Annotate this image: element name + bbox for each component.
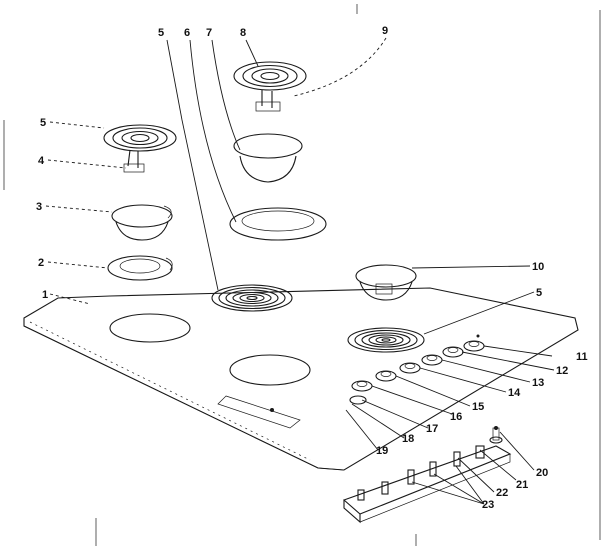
callout-1: 1: [42, 289, 48, 301]
callout-5-center: 5: [158, 27, 164, 39]
callout-5-right: 5: [536, 287, 542, 299]
callout-20: 20: [536, 467, 548, 479]
callout-16: 16: [450, 411, 462, 423]
control-knob-13: [421, 354, 443, 366]
reflector-bowl-left: [111, 204, 173, 241]
callout-18: 18: [402, 433, 414, 445]
callout-8: 8: [240, 27, 246, 39]
callout-5-left: 5: [40, 117, 46, 129]
control-knob-16: [351, 380, 373, 392]
control-knob-14: [399, 362, 421, 374]
cooktop-top-panel: [23, 287, 579, 471]
control-knob-17: [349, 395, 367, 405]
callout-7: 7: [206, 27, 212, 39]
surface-element-right-front: [347, 327, 425, 353]
callout-labels: 5 6 7 8 9 5 4 3 2 1 10 5 11 12 13 14 15 …: [36, 25, 588, 511]
reflector-bowl-right: [355, 264, 417, 301]
surface-element-center: [211, 284, 293, 312]
callout-10: 10: [532, 261, 544, 273]
callout-13: 13: [532, 377, 544, 389]
control-knob-15: [375, 370, 397, 382]
switch-bracket-assembly: [342, 426, 512, 524]
callout-11: 11: [576, 351, 588, 363]
leader-lines: [45, 37, 555, 505]
control-knob-11: [463, 340, 485, 352]
callout-15: 15: [472, 401, 484, 413]
callout-9: 9: [382, 25, 388, 37]
drip-pan-right-rear: [229, 207, 327, 241]
callout-19: 19: [376, 445, 388, 457]
callout-21: 21: [516, 479, 528, 491]
callout-22: 22: [496, 487, 508, 499]
callout-6: 6: [184, 27, 190, 39]
drip-pan-left: [107, 255, 173, 281]
callout-3: 3: [36, 201, 42, 213]
callout-2: 2: [38, 257, 44, 269]
callout-14: 14: [508, 387, 521, 399]
surface-element-right-rear: [233, 61, 307, 112]
callout-23: 23: [482, 499, 494, 511]
surface-element-left-rear: [103, 124, 177, 173]
callout-12: 12: [556, 365, 568, 377]
callout-17: 17: [426, 423, 438, 435]
reflector-bowl-rear: [233, 133, 303, 183]
control-knob-12: [442, 346, 464, 358]
callout-4: 4: [38, 155, 45, 167]
